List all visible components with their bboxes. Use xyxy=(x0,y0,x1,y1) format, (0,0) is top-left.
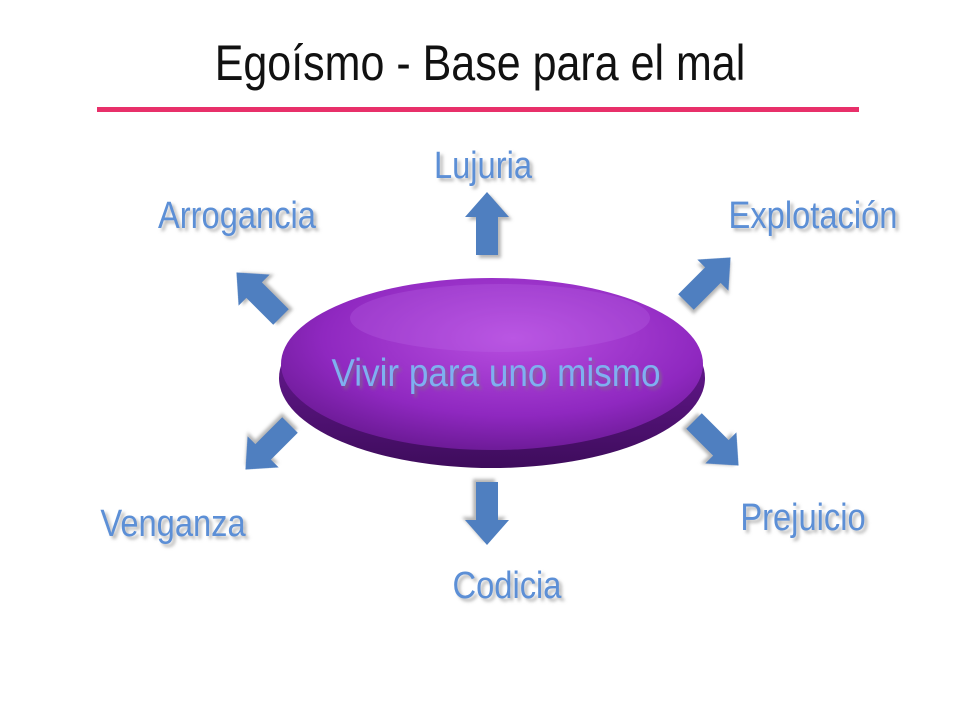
label-explotacion: Explotación xyxy=(729,194,898,237)
label-lujuria: Lujuria xyxy=(434,144,532,187)
arrow-explotacion xyxy=(678,257,731,310)
arrow-prejuicio xyxy=(686,413,739,466)
label-codicia: Codicia xyxy=(453,564,562,607)
arrow-codicia xyxy=(465,482,509,545)
label-arrogancia: Arrogancia xyxy=(158,194,316,237)
label-prejuicio: Prejuicio xyxy=(740,496,865,539)
arrow-arrogancia xyxy=(236,272,289,325)
center-label: Vivir para uno mismo xyxy=(332,350,661,394)
arrow-venganza xyxy=(245,417,298,470)
slide-title: Egoísmo - Base para el mal xyxy=(214,35,746,91)
arrow-lujuria xyxy=(465,192,509,255)
title-underline xyxy=(97,107,859,112)
center-ellipse xyxy=(279,278,705,468)
label-venganza: Venganza xyxy=(100,502,246,545)
